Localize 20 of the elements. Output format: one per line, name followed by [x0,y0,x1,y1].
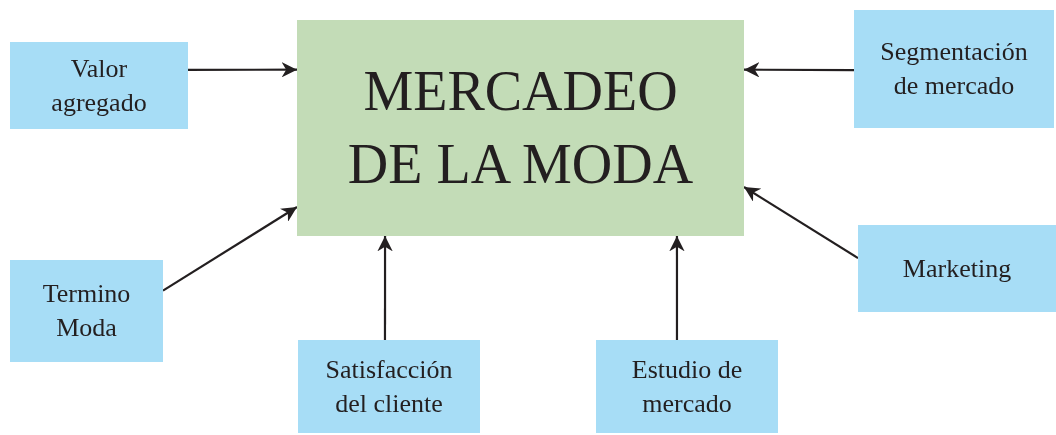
node-label: Valor agregado [50,52,148,119]
topic-box [858,225,1056,312]
node-label: Segmentación de mercado [879,36,1029,102]
topic-box [298,340,480,433]
arrow [162,206,298,292]
arrow [188,62,297,78]
node-label: Termino Moda [41,278,132,344]
main-topic-box [297,20,744,236]
arrow [743,186,859,259]
topic-box [10,260,163,362]
node-label: Satisfacción del cliente [324,353,454,420]
topic-box [854,10,1054,128]
arrow [669,236,685,340]
topic-box [10,42,188,129]
arrow [744,62,854,78]
node-label: MERCADEO DE LA MODA [346,59,695,197]
node-label: Estudio de mercado [630,353,744,420]
topic-box [596,340,778,433]
arrow [377,236,393,340]
node-label: Marketing [902,252,1012,285]
